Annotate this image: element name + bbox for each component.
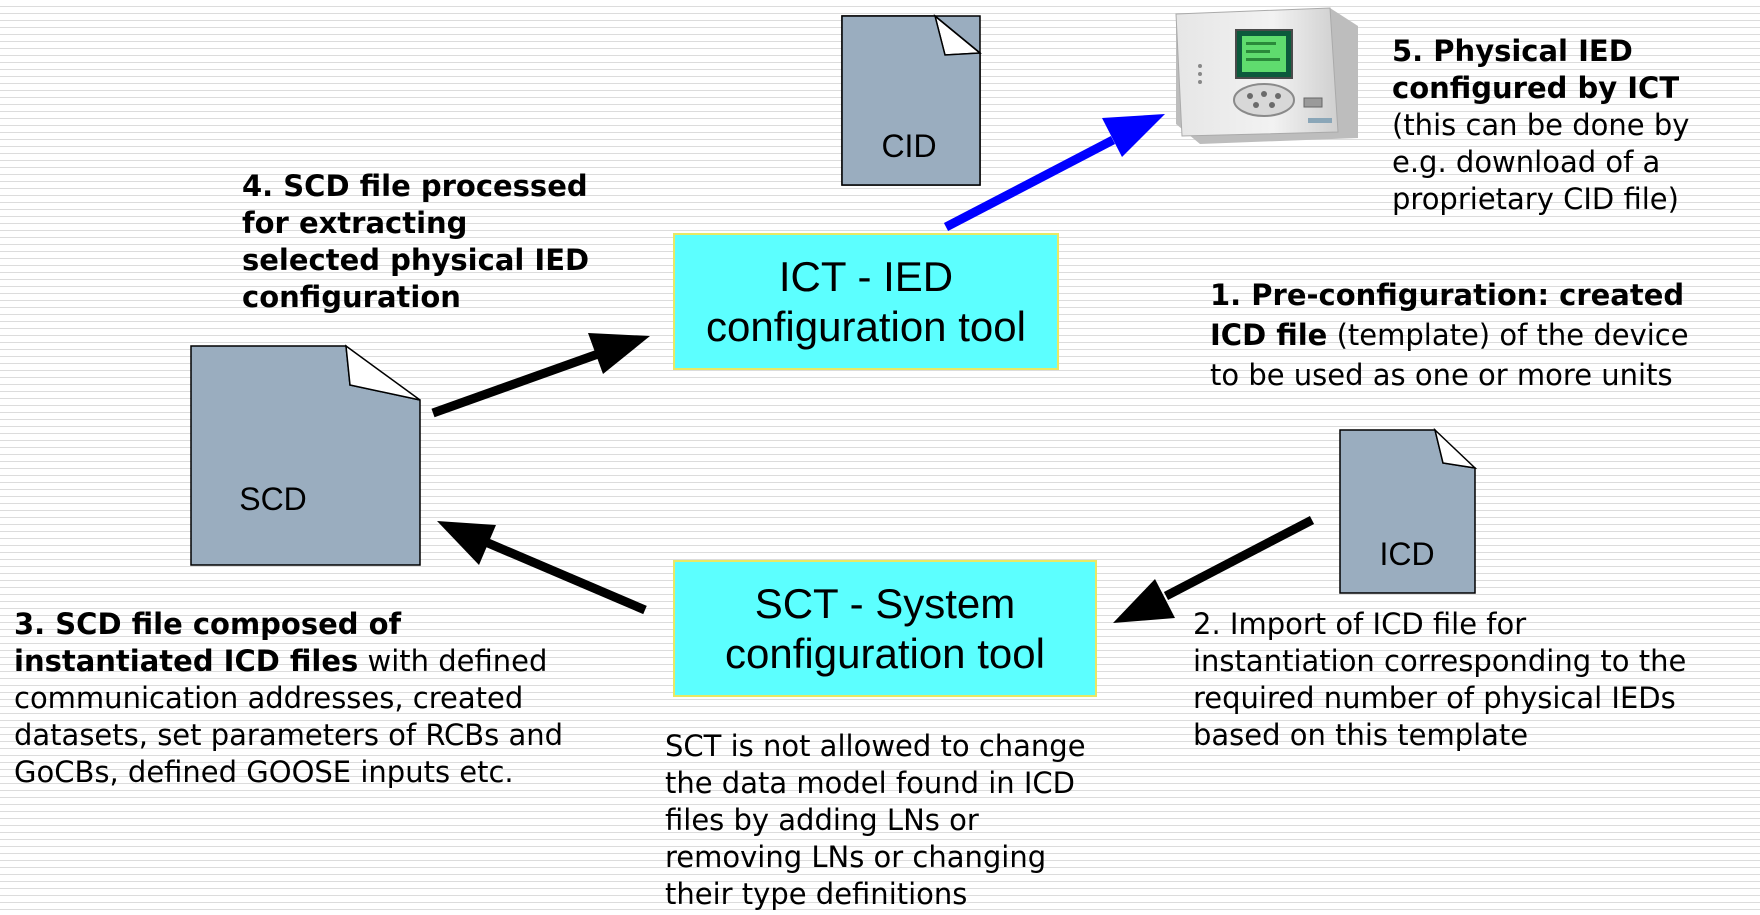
ict-tool-line1: ICT - IED (778, 252, 954, 300)
step1-line-2-rest: (template) of the device (1327, 318, 1689, 352)
arrow-ict-to-device (943, 114, 1165, 231)
step4-line-3: selected physical IED (242, 243, 590, 277)
sct-note: SCT is not allowed to change the data mo… (665, 728, 1086, 913)
cid-document-icon[interactable] (841, 13, 982, 186)
icd-document-icon[interactable] (1339, 427, 1478, 594)
ict-tool-box[interactable]: ICT - IED configuration tool (673, 233, 1059, 370)
protection-relay-icon (1175, 7, 1358, 144)
step2-line-4: based on this template (1193, 718, 1529, 752)
sct-note-line-4: removing LNs or changing (665, 840, 1047, 874)
step4-line-2: for extracting (242, 206, 468, 240)
step3-title: 3. SCD file composed of (14, 607, 402, 641)
sct-note-line-3: files by adding LNs or (665, 803, 979, 837)
step1-note: 1. Pre-configuration: created ICD file (… (1210, 275, 1689, 395)
sct-tool-box[interactable]: SCT - System configuration tool (673, 560, 1097, 697)
arrow-icd-to-sct (1113, 516, 1315, 623)
arrow-scd-to-ict (431, 333, 650, 418)
scd-label: SCD (239, 481, 307, 517)
sct-note-line-2: the data model found in ICD (665, 766, 1075, 800)
step5-line-3: proprietary CID file) (1392, 182, 1679, 216)
step5-line-1: (this can be done by (1392, 108, 1690, 142)
step5-line-2: e.g. download of a (1392, 145, 1661, 179)
step2-line-1: 2. Import of ICD file for (1193, 607, 1527, 641)
icd-label: ICD (1379, 536, 1434, 572)
step1-line-3: to be used as one or more units (1210, 358, 1673, 392)
step2-note: 2. Import of ICD file for instantiation … (1193, 606, 1686, 754)
step3-line-2: instantiated ICD files with defined (14, 643, 563, 680)
step1-title: 1. Pre-configuration: created (1210, 278, 1685, 312)
ict-tool-line2: configuration tool (706, 302, 1026, 350)
step1-line-2: ICD file (template) of the device (1210, 315, 1689, 355)
step3-line-4: datasets, set parameters of RCBs and (14, 718, 564, 752)
step3-line-5: GoCBs, defined GOOSE inputs etc. (14, 755, 514, 789)
step1-icd-file: ICD file (1210, 318, 1328, 352)
step2-line-2: instantiation corresponding to the (1193, 644, 1687, 678)
step3-note: 3. SCD file composed of instantiated ICD… (14, 606, 563, 791)
step3-line-3: communication addresses, created (14, 681, 524, 715)
step2-line-3: required number of physical IEDs (1193, 681, 1676, 715)
step5-title-2: configured by ICT (1392, 71, 1680, 105)
sct-note-line-5: their type definitions (665, 877, 968, 911)
step5-title-1: 5. Physical IED (1392, 34, 1633, 68)
step4-note: 4. SCD file processed for extracting sel… (242, 168, 589, 316)
sct-tool-line1: SCT - System (754, 579, 1016, 627)
step5-note: 5. Physical IED configured by ICT (this … (1392, 33, 1689, 218)
step3-instantiated: instantiated ICD files (14, 644, 359, 678)
arrow-sct-to-scd (437, 521, 647, 615)
sct-tool-line2: configuration tool (725, 629, 1045, 677)
step3-line-2-rest: with defined (358, 644, 548, 678)
cid-label: CID (881, 128, 936, 164)
step4-line-1: 4. SCD file processed (242, 169, 588, 203)
scd-document-icon[interactable] (190, 344, 421, 566)
step4-line-4: configuration (242, 280, 461, 314)
sct-note-line-1: SCT is not allowed to change (665, 729, 1086, 763)
